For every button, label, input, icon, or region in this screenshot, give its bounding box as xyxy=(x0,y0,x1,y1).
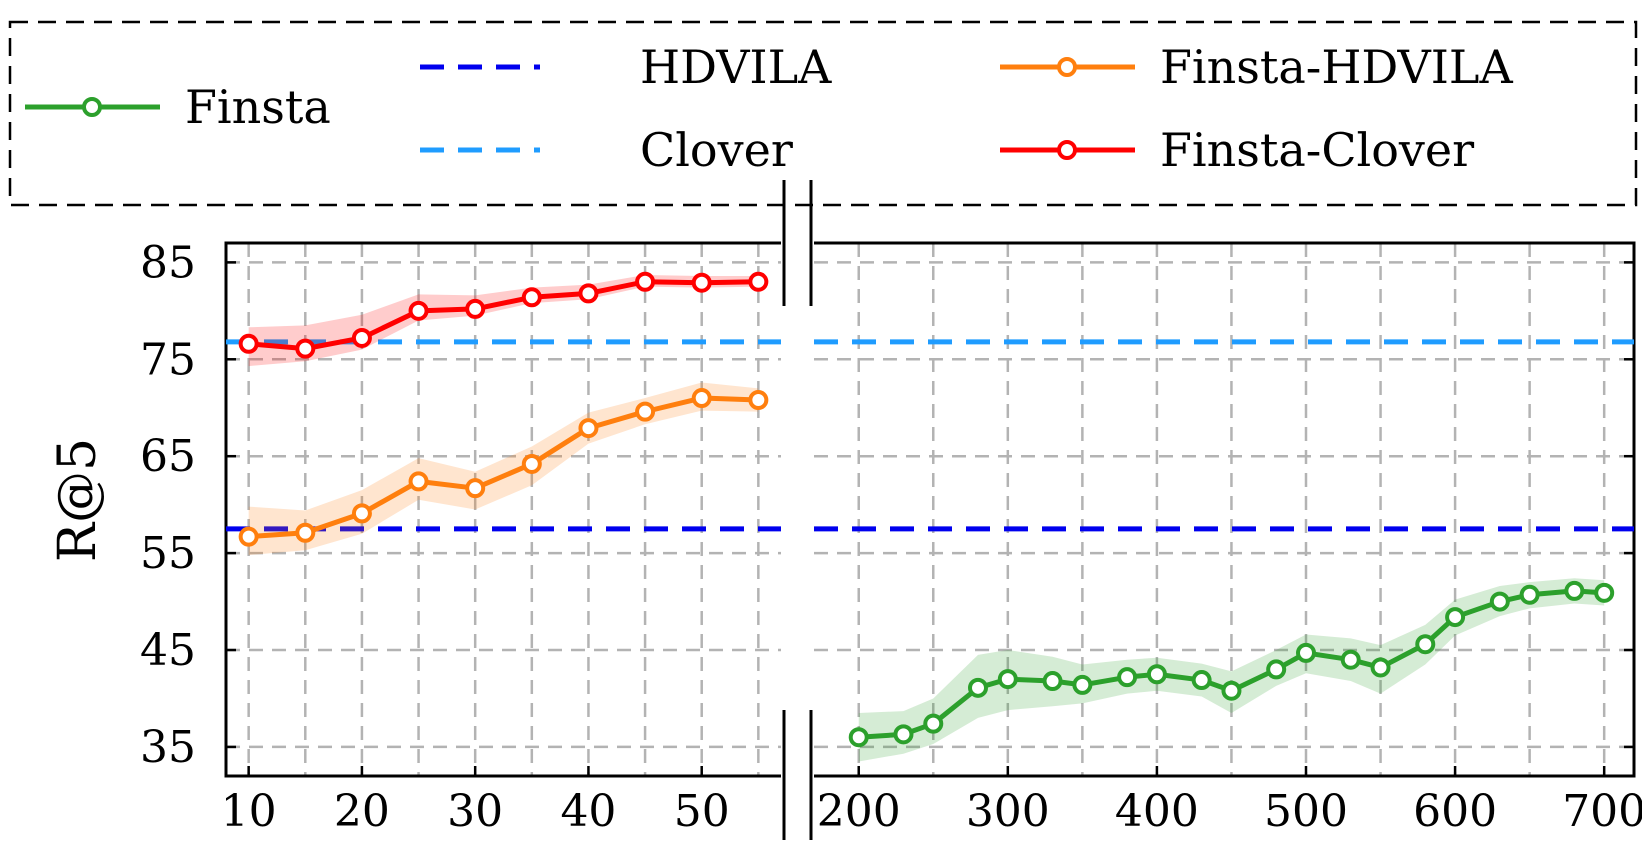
finsta-point xyxy=(848,727,869,748)
finsta-clover-point xyxy=(748,271,769,292)
legend-marker-finsta xyxy=(82,97,102,117)
finsta-point xyxy=(1146,664,1167,685)
finsta-hdvila-point xyxy=(465,478,486,499)
legend-label-finsta: Finsta xyxy=(185,80,331,134)
finsta-point xyxy=(1340,649,1361,670)
finsta-point xyxy=(1221,680,1242,701)
finsta-hdvila-point xyxy=(408,471,429,492)
x-tick-label: 40 xyxy=(560,786,616,837)
y-tick-label: 35 xyxy=(140,722,196,773)
legend-item-clover: Clover xyxy=(420,123,793,177)
finsta-clover-confidence-band xyxy=(248,274,759,367)
finsta-point xyxy=(1117,667,1138,688)
legend-marker-finsta-hdvila xyxy=(1057,57,1077,77)
finsta-point xyxy=(893,724,914,745)
finsta-point xyxy=(1519,584,1540,605)
finsta-point xyxy=(1042,671,1063,692)
finsta-point xyxy=(1445,607,1466,628)
finsta-point xyxy=(1191,670,1212,691)
legend-label-finsta-hdvila: Finsta-HDVILA xyxy=(1160,40,1513,94)
finsta-clover-point xyxy=(238,333,259,354)
finsta-clover-point xyxy=(578,283,599,304)
y-tick-label: 85 xyxy=(140,237,196,288)
finsta-hdvila-point xyxy=(748,389,769,410)
finsta-clover-point xyxy=(521,287,542,308)
finsta-point xyxy=(1266,659,1287,680)
finsta-point xyxy=(1415,634,1436,655)
legend-item-finsta-clover: Finsta-Clover xyxy=(1000,123,1474,177)
x-tick-label: 30 xyxy=(447,786,503,837)
legend-label-clover: Clover xyxy=(640,123,793,177)
legend: Finsta HDVILA Finsta-HDVILA Clover Finsta-Cl… xyxy=(8,20,1638,207)
x-tick-label: 600 xyxy=(1413,786,1497,837)
finsta-hdvila-point xyxy=(635,401,656,422)
finsta-point xyxy=(1370,657,1391,678)
finsta-clover-point xyxy=(635,271,656,292)
y-tick-label: 75 xyxy=(140,334,196,385)
legend-item-finsta-hdvila: Finsta-HDVILA xyxy=(1000,40,1513,94)
x-tick-label: 200 xyxy=(817,786,901,837)
left-grid xyxy=(226,243,781,776)
finsta-clover-point xyxy=(408,300,429,321)
finsta-hdvila-point xyxy=(238,526,259,547)
left-axis-frame xyxy=(224,241,781,778)
finsta-clover-point xyxy=(351,327,372,348)
legend-item-finsta: Finsta xyxy=(25,80,331,134)
x-tick-label: 400 xyxy=(1115,786,1199,837)
finsta-clover-series xyxy=(238,271,769,367)
finsta-point xyxy=(923,713,944,734)
legend-label-hdvila: HDVILA xyxy=(640,40,832,94)
finsta-clover-point xyxy=(691,272,712,293)
legend-marker-finsta-clover xyxy=(1057,140,1077,160)
x-tick-label: 300 xyxy=(966,786,1050,837)
finsta-hdvila-confidence-band xyxy=(248,382,759,556)
y-tick-label: 45 xyxy=(140,625,196,676)
legend-frame xyxy=(8,20,1638,207)
finsta-clover-point xyxy=(295,338,316,359)
right-grid xyxy=(814,243,1634,776)
finsta-hdvila-point xyxy=(578,418,599,439)
legend-items: Finsta HDVILA Finsta-HDVILA Clover Finsta-Cl… xyxy=(25,40,1513,177)
x-tick-label: 20 xyxy=(334,786,390,837)
finsta-hdvila-point xyxy=(691,388,712,409)
finsta-hdvila-point xyxy=(351,503,372,524)
axis-break-marker xyxy=(782,180,813,840)
plot-right-segment: 200 300 400 500 600 700 xyxy=(814,241,1642,837)
finsta-series xyxy=(848,578,1615,762)
finsta-point xyxy=(1489,591,1510,612)
finsta-point xyxy=(968,677,988,698)
finsta-point xyxy=(1296,642,1316,663)
x-tick-label: 10 xyxy=(221,786,277,837)
legend-item-hdvila: HDVILA xyxy=(420,40,832,94)
right-axis-frame xyxy=(814,241,1636,778)
x-tick-label: 500 xyxy=(1264,786,1348,837)
finsta-point xyxy=(1072,674,1093,695)
finsta-point xyxy=(997,669,1018,690)
finsta-clover-line xyxy=(248,279,759,352)
finsta-point xyxy=(1594,582,1615,603)
x-tick-label: 700 xyxy=(1562,786,1642,837)
finsta-clover-point xyxy=(465,298,486,319)
y-tick-label: 55 xyxy=(140,528,196,579)
y-tick-label: 65 xyxy=(140,431,196,482)
finsta-point xyxy=(1564,580,1585,601)
y-axis-label: R@5 xyxy=(48,438,108,562)
plot-left-segment: 35 45 55 65 75 85 10 20 30 40 50 xyxy=(140,237,781,837)
legend-label-finsta-clover: Finsta-Clover xyxy=(1160,123,1474,177)
finsta-hdvila-point xyxy=(521,453,542,474)
finsta-hdvila-line xyxy=(248,395,759,540)
finsta-hdvila-point xyxy=(295,522,316,543)
finsta-hdvila-series xyxy=(238,382,769,556)
x-tick-label: 50 xyxy=(674,786,730,837)
